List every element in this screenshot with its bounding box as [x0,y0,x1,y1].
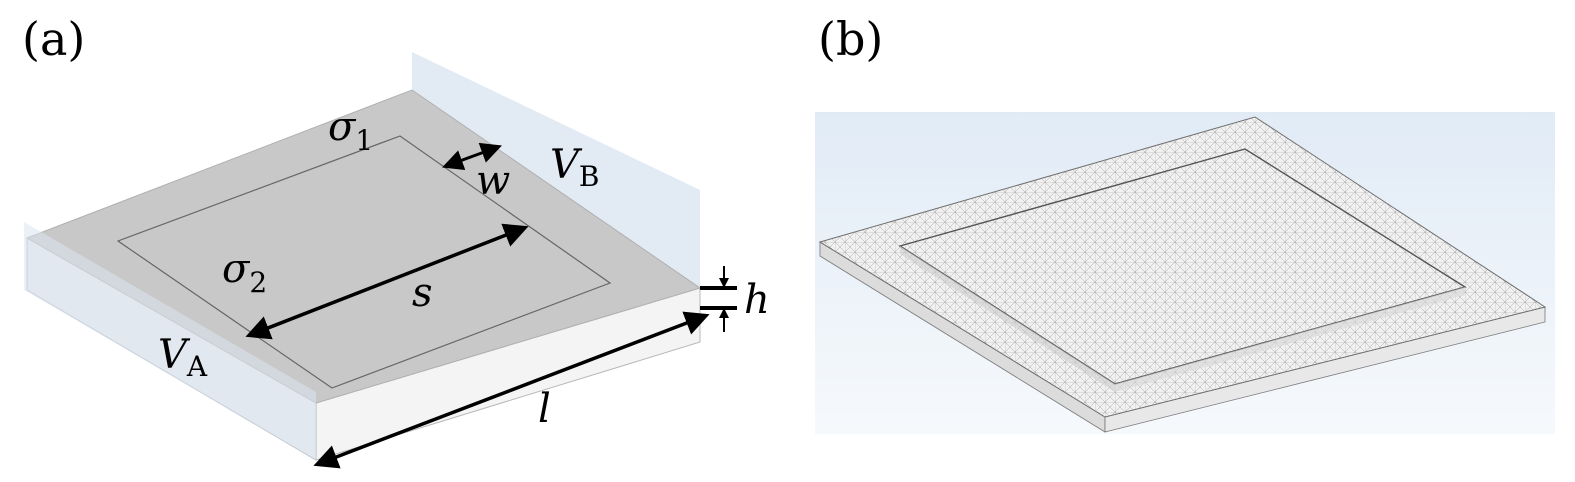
arrow-w [442,142,502,171]
label-w: w [476,158,510,204]
label-sigma1: σ1 [328,104,373,157]
label-VB: VB [550,142,599,193]
label-s: s [412,270,433,316]
panel-a-diagram: σ1 σ2 w s h l VB VA [24,52,770,469]
label-l: l [538,386,551,432]
label-sigma2: σ2 [222,246,267,299]
arrow-s [245,223,529,340]
panel-a-label: (a) [22,12,86,66]
mesh-plate-pattern [820,117,1545,417]
mesh-inner-step-right [1115,287,1465,392]
arrow-l [313,311,710,469]
label-VA: VA [158,332,208,383]
label-h: h [744,277,770,323]
electrode-b [412,52,700,290]
thickness-marker [700,266,737,332]
electrode-a [24,222,316,460]
panel-b-mesh [815,112,1555,434]
panel-b-label: (b) [818,12,884,66]
mesh-inner-step [900,246,1115,392]
